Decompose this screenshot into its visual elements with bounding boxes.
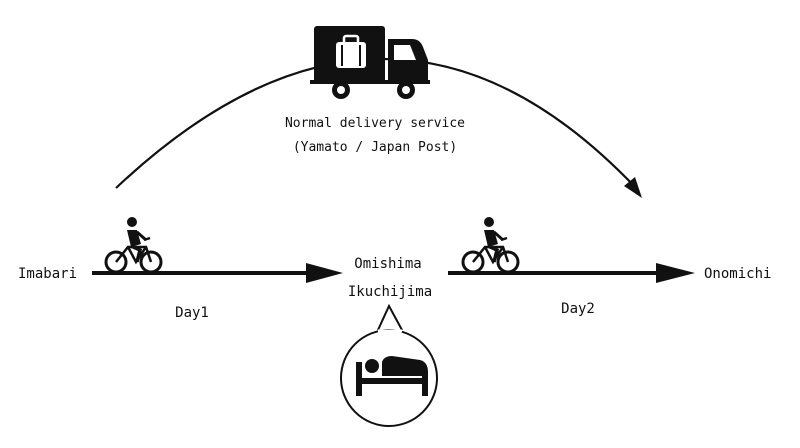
day2-label: Day2 [561, 301, 595, 317]
cyclist-icon [461, 217, 520, 274]
day1-arrowhead [306, 263, 343, 283]
midpoint-label-line1: Omishima [354, 256, 421, 272]
delivery-truck-icon [310, 26, 430, 99]
cyclist-icon [104, 217, 163, 274]
bed-icon [356, 356, 428, 396]
suitcase-icon [336, 34, 366, 68]
day1-label: Day1 [175, 305, 209, 321]
destination-label: Onomichi [704, 266, 771, 282]
delivery-label-line1: Normal delivery service [285, 116, 465, 131]
midpoint-label-line2: Ikuchijima [348, 284, 432, 300]
delivery-label-line2: (Yamato / Japan Post) [293, 140, 457, 155]
delivery-arc-arrowhead [624, 177, 642, 198]
origin-label: Imabari [18, 266, 77, 282]
day2-arrowhead [656, 263, 695, 283]
